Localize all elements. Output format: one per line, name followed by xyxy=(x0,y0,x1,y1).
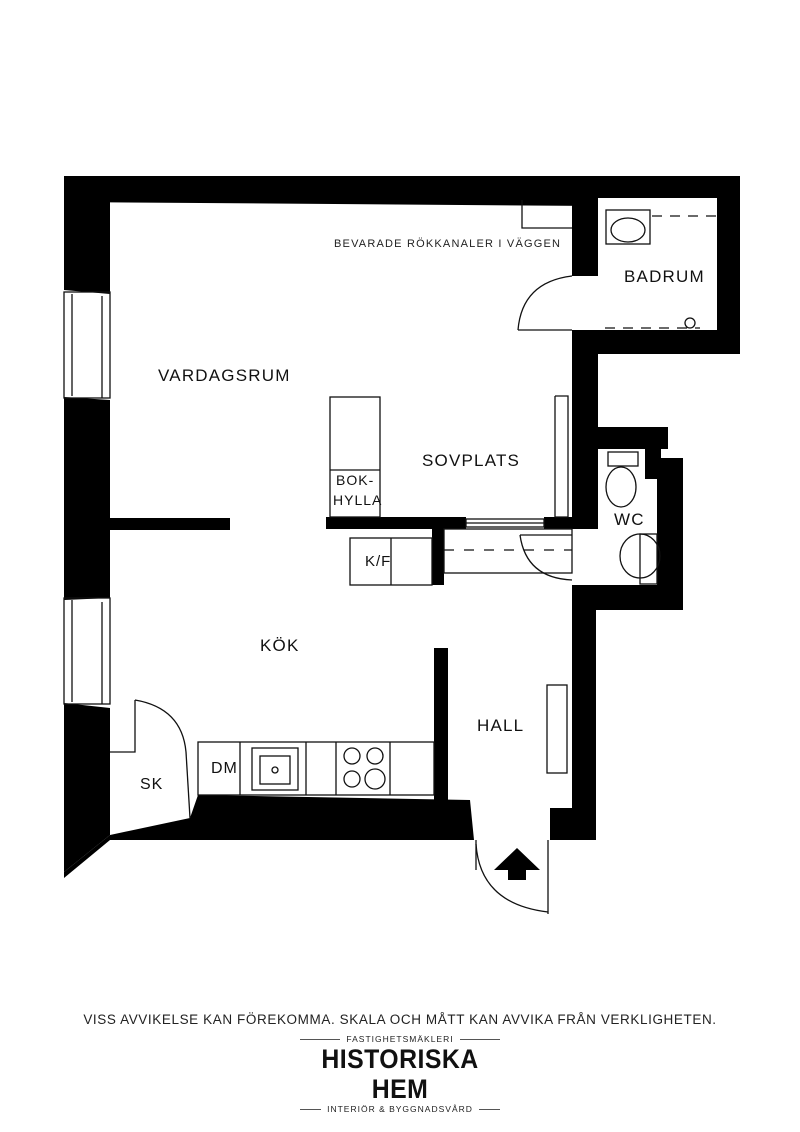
wall-badrum-bottom xyxy=(572,330,740,354)
kitchen-counter xyxy=(197,741,435,796)
fixtures xyxy=(110,200,717,914)
dishwasher-label: DM xyxy=(211,760,238,777)
wall-top xyxy=(64,176,740,206)
walls xyxy=(64,176,740,878)
room-label-vardagsrum: VARDAGSRUM xyxy=(158,366,291,385)
windows xyxy=(63,291,111,705)
bookshelf-label-line2: HYLLA xyxy=(333,492,383,508)
wall-sovplats-wc xyxy=(544,517,598,529)
window-lower xyxy=(63,597,111,705)
chimney-note: BEVARADE RÖKKANALER I VÄGGEN xyxy=(334,238,562,250)
logo-name: HISTORISKA HEM xyxy=(321,1044,479,1104)
company-logo: FASTIGHETSMÄKLERI HISTORISKA HEM INTERIÖ… xyxy=(300,1034,500,1114)
wall-right-lower xyxy=(572,585,596,840)
wall-left-middle xyxy=(64,397,110,600)
wall-sovplats-kok xyxy=(326,517,466,529)
entrance-arrow-icon xyxy=(494,848,540,880)
room-label-badrum: BADRUM xyxy=(624,267,705,286)
logo-rule xyxy=(300,1108,322,1110)
wall-wc-right xyxy=(657,458,683,610)
bookshelf-label-line1: BOK- xyxy=(336,472,375,488)
wall-kf-right xyxy=(432,529,444,585)
fridge-label: K/F xyxy=(365,553,392,570)
room-label-kok: KÖK xyxy=(260,636,300,655)
bookshelf xyxy=(329,396,381,518)
closet-label: SK xyxy=(140,776,164,793)
wall-right-middle xyxy=(572,330,598,526)
room-label-hall: HALL xyxy=(477,716,525,735)
logo-top-text: FASTIGHETSMÄKLERI xyxy=(346,1034,454,1044)
logo-rule xyxy=(459,1038,500,1040)
room-label-wc: WC xyxy=(614,510,645,529)
wall-kok-hall xyxy=(434,648,448,808)
window-upper xyxy=(63,291,111,399)
wall-bottom xyxy=(64,795,474,878)
logo-bottom-text: INTERIÖR & BYGGNADSVÅRD xyxy=(327,1104,473,1114)
room-label-sovplats: SOVPLATS xyxy=(422,451,521,470)
logo-rule xyxy=(478,1108,500,1110)
wall-badrum-right xyxy=(717,176,740,354)
wall-wc-top xyxy=(596,427,668,449)
wall-left-upper xyxy=(64,176,110,294)
logo-top-line: FASTIGHETSMÄKLERI xyxy=(300,1034,500,1044)
wall-vardagsrum-kok xyxy=(110,518,230,530)
logo-rule xyxy=(300,1038,341,1040)
kitchen-sink xyxy=(251,747,299,791)
disclaimer-text: VISS AVVIKELSE KAN FÖREKOMMA. SKALA OCH … xyxy=(83,1012,717,1027)
wall-left-lower xyxy=(64,703,110,872)
wall-badrum-left xyxy=(572,198,598,276)
logo-bottom-line: INTERIÖR & BYGGNADSVÅRD xyxy=(300,1104,500,1114)
